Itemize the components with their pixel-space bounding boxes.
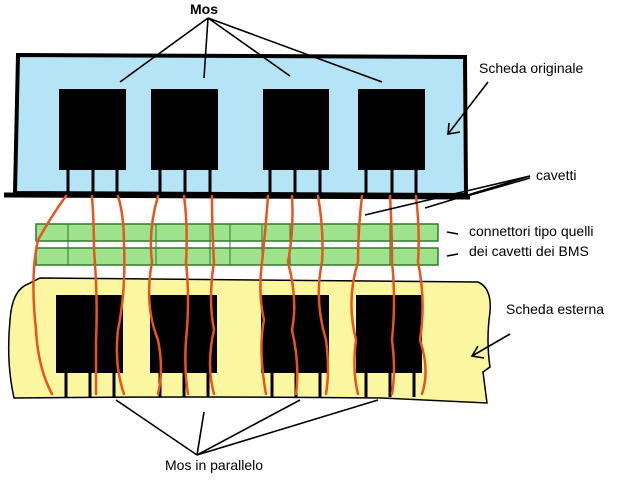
mos-row-top	[59, 89, 425, 170]
wire	[208, 194, 216, 396]
wire	[388, 194, 396, 396]
connector-top	[35, 223, 439, 242]
wire	[316, 194, 330, 396]
wires	[32, 194, 427, 396]
annotation-lines	[115, 17, 531, 456]
wire	[350, 194, 364, 396]
wire	[115, 194, 126, 396]
label-mos-parallelo: Mos in parallelo	[165, 457, 263, 473]
connector-bottom	[35, 247, 439, 266]
mos-top-1	[59, 89, 126, 170]
mos-bottom-4	[356, 295, 422, 373]
label-mos: Mos	[190, 1, 218, 17]
wire	[182, 194, 190, 396]
wire	[286, 194, 299, 396]
original-board-bottom-edge	[3, 192, 471, 200]
label-scheda-originale: Scheda originale	[479, 60, 584, 76]
mos-bottom-1	[56, 295, 123, 373]
mos-top-pins	[66, 170, 418, 195]
label-scheda-esterna: Scheda esterna	[506, 301, 604, 317]
wire	[90, 194, 98, 396]
wire	[147, 194, 163, 396]
label-connettori-2: dei cavetti dei BMS	[469, 243, 589, 259]
label-connettori-1: connettori tipo quelli	[469, 223, 594, 239]
mos-top-2	[151, 89, 218, 170]
wire	[414, 194, 427, 396]
label-cavetti: cavetti	[536, 167, 576, 183]
wire	[32, 194, 68, 396]
wire	[259, 194, 270, 396]
mos-top-3	[263, 89, 329, 170]
mos-top-4	[358, 89, 425, 170]
